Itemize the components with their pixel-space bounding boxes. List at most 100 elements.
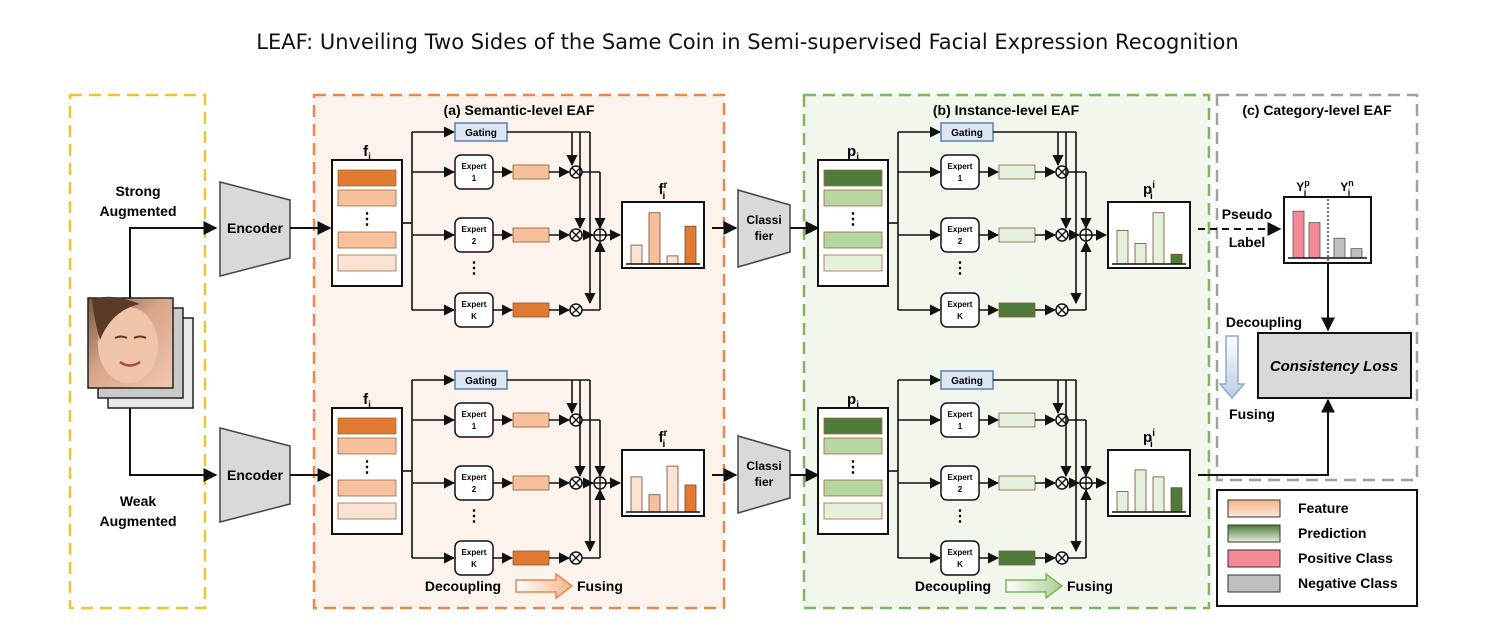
semantic-top-chart-bar <box>684 225 697 265</box>
instance-bottom-expert-dots: ⋮ <box>952 508 968 525</box>
classifier-bottom: Classi fier <box>737 435 791 514</box>
legend-swatch <box>1227 499 1281 518</box>
instance-bottom-chart-bar <box>1116 491 1129 513</box>
category-bar <box>1308 222 1321 259</box>
legend-label: Feature <box>1298 500 1349 516</box>
instance-bottom-mult-op <box>1055 551 1069 565</box>
semantic-top-feature-row <box>337 169 397 187</box>
legend-swatch <box>1227 524 1281 543</box>
semantic-bottom-expert-label: Expert <box>462 473 487 482</box>
instance-top-feature-row <box>823 169 883 187</box>
instance-top-expert-output <box>998 164 1036 180</box>
encoder-label: Encoder <box>227 467 284 483</box>
instance-bottom-gating-label: Gating <box>951 376 983 387</box>
semantic-bottom-chart-bar <box>648 494 661 513</box>
instance-top-chart-bar <box>1134 243 1147 265</box>
semantic-bottom-expert-dots: ⋮ <box>466 508 482 525</box>
semantic-top-expert-output <box>512 302 550 318</box>
semantic-top-stack-dots: ⋮ <box>359 211 375 228</box>
legend-swatch <box>1227 574 1281 593</box>
legend-label: Negative Class <box>1298 575 1398 591</box>
instance-bottom-expert-id: K <box>957 560 963 569</box>
consistency-loss-box <box>1257 332 1412 399</box>
instance-bottom-mult-op <box>1055 476 1069 490</box>
semantic-bottom-expert-output <box>512 550 550 566</box>
instance-bottom-expert-output <box>998 550 1036 566</box>
instance-top-output-label-sub: i <box>1150 191 1153 202</box>
classifier-label-2: fier <box>755 229 774 243</box>
semantic-title: (a) Semantic-level EAF <box>444 102 595 118</box>
instance-top-chart-bar <box>1152 212 1165 265</box>
semantic-top-expert-id: K <box>471 312 477 321</box>
semantic-top-output-label-var: f <box>659 181 665 198</box>
instance-top-feature-row <box>823 189 883 207</box>
instance-bottom-expert-output <box>998 412 1036 428</box>
instance-bottom-feature-row <box>823 502 883 520</box>
input-frame <box>68 93 207 610</box>
instance-bottom-expert-label: Expert <box>948 548 973 557</box>
weak-augmented-label-2: Augmented <box>100 513 177 529</box>
pseudo-label-1: Pseudo <box>1222 206 1273 222</box>
instance-top-input-label-var: p <box>847 143 856 160</box>
svg-text:Ypi: Ypi <box>1296 178 1310 198</box>
instance-bottom-input-label: pi <box>847 391 859 411</box>
instance-bottom-expert-id: 1 <box>958 422 963 431</box>
instance-bottom-expert-output <box>998 475 1036 491</box>
weak-input-arrow <box>129 408 218 482</box>
category-decoupling-label: Decoupling <box>1226 314 1302 330</box>
semantic-bottom-feature-row <box>337 479 397 497</box>
instance-bottom-chart-bar <box>1152 476 1165 513</box>
instance-top-chart-bar <box>1116 230 1129 265</box>
semantic-top-expert-label: Expert <box>462 225 487 234</box>
category-fusing-label: Fusing <box>1229 406 1275 422</box>
semantic-decoupling-label: Decoupling <box>425 578 501 594</box>
instance-top-mult-op <box>1055 303 1069 317</box>
svg-text:Yni: Yni <box>1340 178 1354 198</box>
instance-bottom-output-label-sup: i <box>1152 428 1155 439</box>
semantic-bottom-add-op <box>593 476 607 490</box>
semantic-top-expert-label: Expert <box>462 162 487 171</box>
instance-top-expert-output <box>998 227 1036 243</box>
semantic-bottom-stack-dots: ⋮ <box>359 459 375 476</box>
classifier-top: Classi fier <box>737 189 791 268</box>
instance-top-expert-id: 2 <box>958 237 963 246</box>
instance-bottom-expert-box <box>940 540 980 576</box>
instance-bottom-expert-label: Expert <box>948 410 973 419</box>
semantic-bottom-input-label: fi <box>363 391 371 411</box>
semantic-top-expert-output <box>512 164 550 180</box>
neg-sub: i <box>1348 188 1351 198</box>
neg-var: Y <box>1340 180 1348 194</box>
semantic-bottom-feature-row <box>337 437 397 455</box>
instance-top-expert-label: Expert <box>948 225 973 234</box>
category-bar <box>1292 210 1305 259</box>
instance-bottom-expert-label: Expert <box>948 473 973 482</box>
semantic-top-expert-box <box>454 292 494 328</box>
semantic-bottom-feature-row <box>337 417 397 435</box>
semantic-bottom-feature-row <box>337 502 397 520</box>
semantic-top-output-label-sup: r <box>664 180 668 191</box>
semantic-top-expert-dots: ⋮ <box>466 260 482 277</box>
semantic-bottom-expert-box <box>454 540 494 576</box>
instance-bottom-expert-id: 2 <box>958 485 963 494</box>
strong-input-arrow <box>129 221 218 298</box>
semantic-top-input-label-var: f <box>363 143 369 160</box>
semantic-bottom-expert-output <box>512 412 550 428</box>
instance-title: (b) Instance-level EAF <box>933 102 1080 118</box>
semantic-bottom-expert-id: 2 <box>472 485 477 494</box>
decouple-fuse-arrow <box>1218 335 1246 400</box>
semantic-bottom-expert-box <box>454 465 494 501</box>
pseudo-label-2: Label <box>1229 234 1266 250</box>
semantic-bottom-gating-label: Gating <box>465 376 497 387</box>
semantic-bottom-expert-label: Expert <box>462 548 487 557</box>
semantic-bottom-expert-box <box>454 402 494 438</box>
classifier-label-2: fier <box>755 475 774 489</box>
instance-bottom-feature-row <box>823 479 883 497</box>
instance-top-expert-box <box>940 154 980 190</box>
semantic-bottom-input-label-sub: i <box>368 400 371 411</box>
